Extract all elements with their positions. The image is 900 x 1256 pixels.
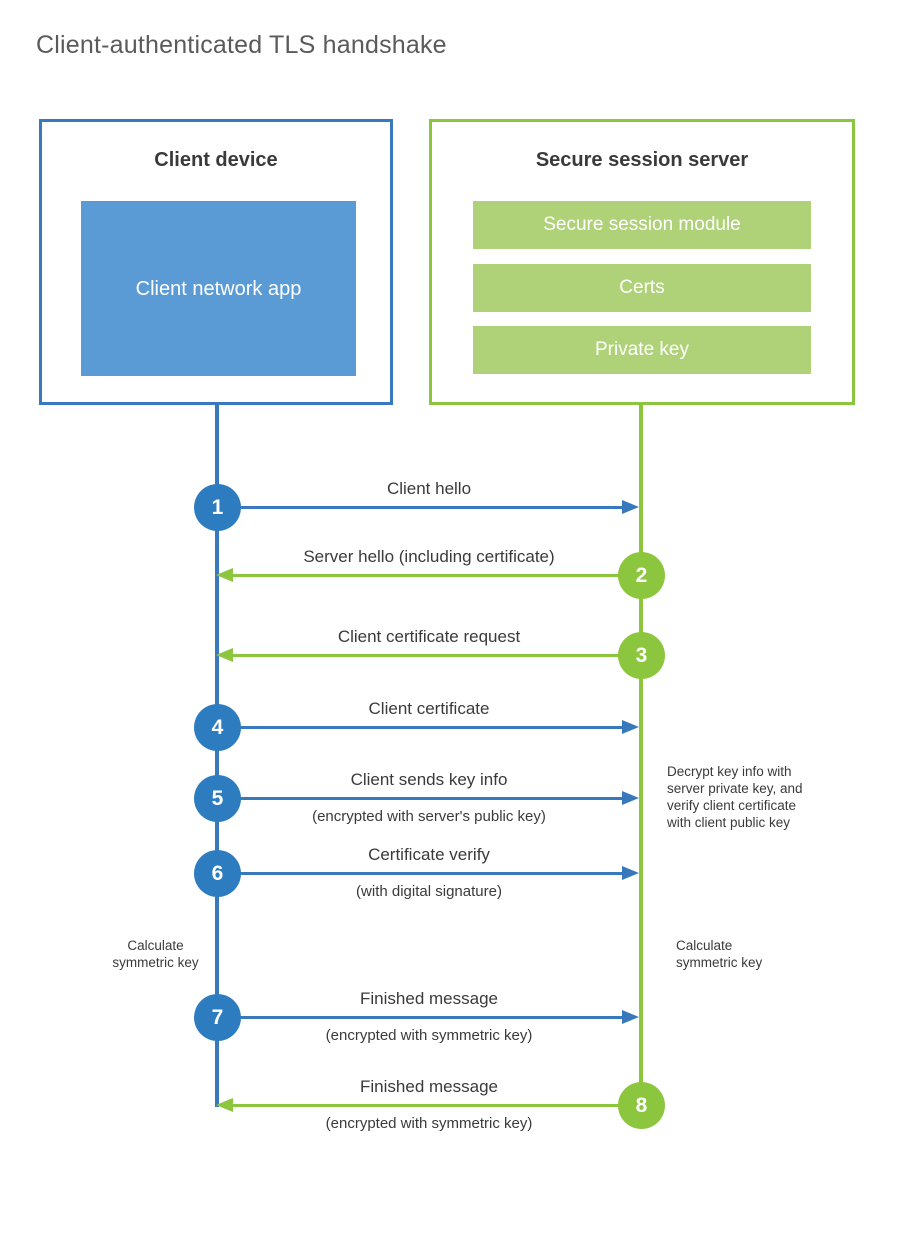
- step-number-4: 4: [194, 704, 241, 751]
- message-label-5: Client sends key info: [350, 770, 508, 789]
- server-component-secure-session-module: Secure session module: [473, 201, 811, 249]
- server-decrypt-note-line-3: verify client certificate: [667, 798, 797, 813]
- message-line-3: [232, 654, 640, 657]
- message-sublabel-8: (encrypted with symmetric key): [325, 1115, 533, 1132]
- message-line-7: [217, 1016, 625, 1019]
- server-decrypt-note-line-2: server private key, and: [667, 781, 803, 796]
- client-device-box: Client device Client network app: [39, 119, 393, 405]
- message-label-4: Client certificate: [368, 699, 490, 718]
- client-network-app-block: Client network app: [81, 201, 356, 376]
- arrow-head-icon: [216, 648, 233, 662]
- server-lifeline: [639, 405, 643, 1105]
- server-calc-note-line-2: symmetric key: [676, 955, 763, 970]
- step-number-8: 8: [618, 1082, 665, 1129]
- message-line-5: [217, 797, 625, 800]
- message-line-1: [217, 506, 625, 509]
- arrow-head-icon: [622, 866, 639, 880]
- server-decrypt-note-line-1: Decrypt key info with: [667, 764, 792, 779]
- message-sublabel-6: (with digital signature): [356, 883, 502, 900]
- step-number-2: 2: [618, 552, 665, 599]
- arrow-head-icon: [622, 720, 639, 734]
- server-component-certs: Certs: [473, 264, 811, 312]
- step-number-3: 3: [618, 632, 665, 679]
- message-line-6: [217, 872, 625, 875]
- secure-session-server-box: Secure session server Secure session mod…: [429, 119, 855, 405]
- step-number-1: 1: [194, 484, 241, 531]
- client-device-title: Client device: [154, 149, 278, 171]
- arrow-head-icon: [622, 791, 639, 805]
- message-line-2: [232, 574, 640, 577]
- server-decrypt-note: Decrypt key info with server private key…: [667, 763, 847, 831]
- server-calc-note-line-1: Calculate: [676, 938, 733, 953]
- secure-session-server-title: Secure session server: [535, 149, 749, 171]
- message-label-7: Finished message: [360, 989, 498, 1008]
- message-line-4: [217, 726, 625, 729]
- arrow-head-icon: [216, 568, 233, 582]
- client-lifeline: [215, 405, 219, 1107]
- step-number-7: 7: [194, 994, 241, 1041]
- step-number-6: 6: [194, 850, 241, 897]
- message-label-3: Client certificate request: [337, 627, 521, 646]
- client-calc-note-line-2: symmetric key: [112, 955, 199, 970]
- message-label-6: Certificate verify: [368, 845, 490, 864]
- server-calculate-symmetric-key-note: Calculate symmetric key: [676, 937, 811, 971]
- arrow-head-icon: [216, 1098, 233, 1112]
- client-calc-note-line-1: Calculate: [127, 938, 184, 953]
- message-line-8: [232, 1104, 640, 1107]
- server-component-private-key: Private key: [473, 326, 811, 374]
- message-label-1: Client hello: [386, 479, 472, 498]
- message-label-2: Server hello (including certificate): [303, 547, 555, 566]
- page-title: Client-authenticated TLS handshake: [36, 31, 447, 59]
- message-sublabel-7: (encrypted with symmetric key): [325, 1027, 533, 1044]
- step-number-5: 5: [194, 775, 241, 822]
- message-sublabel-5: (encrypted with server's public key): [312, 808, 546, 825]
- client-calculate-symmetric-key-note: Calculate symmetric key: [88, 937, 223, 971]
- message-label-8: Finished message: [360, 1077, 498, 1096]
- arrow-head-icon: [622, 500, 639, 514]
- server-decrypt-note-line-4: with client public key: [667, 815, 791, 830]
- arrow-head-icon: [622, 1010, 639, 1024]
